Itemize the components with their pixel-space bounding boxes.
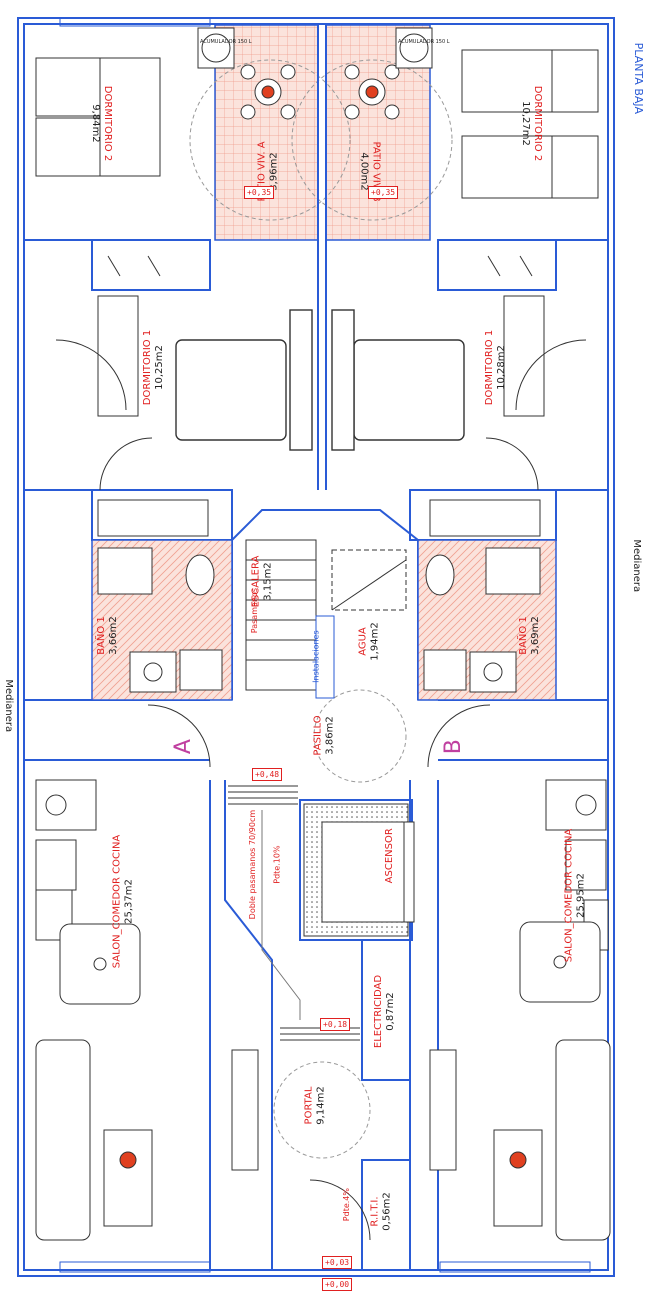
- room-name: ASCENSOR: [384, 828, 396, 883]
- slope-label: Pdte.4%: [342, 1187, 352, 1222]
- level-tag: +0,35: [368, 186, 399, 199]
- dwelling-mark-a: A: [170, 739, 196, 755]
- room-name: DORMITORIO 1 10,25m2: [142, 330, 165, 405]
- wardrobes: [97, 255, 545, 537]
- room-name: PASILLO 3,86m2: [313, 715, 336, 755]
- room-name-text: R.I.T.I.: [369, 1196, 381, 1227]
- level-tag: +0,35: [244, 186, 275, 199]
- beds-dormitorio2: [35, 49, 599, 199]
- room-name-text: BAÑO 1: [95, 616, 107, 655]
- sofas: [35, 1039, 611, 1241]
- room-area: 9,84m2: [90, 104, 102, 143]
- room-area: 0,87m2: [384, 992, 396, 1031]
- room-name-text: PORTAL: [303, 1086, 315, 1125]
- equipment-label: ACUMULADOR 150 L: [398, 39, 450, 45]
- room-name: SALON_COMEDOR COCINA 25,37m2: [111, 835, 134, 969]
- room-area: 3,69m2: [529, 616, 541, 655]
- room-name-text: BAÑO 1: [517, 616, 529, 655]
- room-name: BAÑO 1 3,69m2: [518, 616, 541, 655]
- elevator: [303, 803, 415, 937]
- room-area: 9,14m2: [315, 1086, 327, 1125]
- room-name: DORMITORIO 2 9,84m2: [90, 85, 114, 162]
- sheet-title: PLANTA BAJA: [631, 42, 645, 114]
- level-tag: +0,48: [252, 768, 283, 781]
- room-name: BAÑO 1 3,66m2: [96, 616, 119, 655]
- bathroom-tiles: [91, 539, 557, 701]
- room-name-text: SALON_COMEDOR COCINA: [111, 834, 123, 969]
- beds-dormitorio1: [175, 309, 465, 451]
- room-area: 3,15m2: [261, 562, 273, 601]
- interior-walls: [25, 25, 608, 1271]
- room-name-text: DORMITORIO 1: [484, 329, 496, 406]
- stair: [231, 509, 419, 691]
- level-tag: +0,00: [322, 1278, 353, 1291]
- room-name-text: ELECTRICIDAD: [373, 974, 385, 1049]
- outer-walls: [17, 17, 615, 1277]
- room-name-text: DORMITORIO 2: [102, 85, 114, 162]
- room-name: AGUA 1,94m2: [358, 622, 381, 660]
- room-area: 1,94m2: [369, 622, 381, 661]
- slope-label: Pdte.10%: [272, 845, 282, 884]
- level-tag: +0,03: [322, 1256, 353, 1269]
- patio-tables: [197, 27, 433, 120]
- windows: [59, 17, 591, 1273]
- entry-cabinets: [231, 1049, 457, 1171]
- equipment-label: ACUMULADOR 150 L: [200, 39, 252, 45]
- room-area: 25,95m2: [574, 873, 586, 918]
- room-area: 10,27m2: [520, 101, 532, 146]
- stair-handrail: Pasamanos: [250, 587, 260, 634]
- room-name: PORTAL 9,14m2: [304, 1086, 327, 1124]
- room-name-text: ASCENSOR: [383, 828, 395, 884]
- room-area: 25,37m2: [122, 879, 134, 924]
- installations-label: Instalaciones: [311, 630, 321, 683]
- dwelling-mark-b: B: [440, 739, 466, 755]
- room-area: 4,00m2: [359, 152, 371, 191]
- room-area: 3,96m2: [268, 152, 280, 191]
- room-name: SALON_COMEDOR COCINA 25,95m2: [563, 829, 586, 963]
- dining-tables: [59, 921, 601, 1005]
- room-area: 10,25m2: [153, 345, 165, 390]
- room-name: ELECTRICIDAD 0,87m2: [373, 975, 396, 1048]
- room-name-text: DORMITORIO 2: [532, 85, 544, 162]
- room-name-text: DORMITORIO 1: [142, 329, 154, 406]
- party-wall-label-right: Medianera: [631, 539, 643, 593]
- room-name-text: PASILLO: [312, 715, 324, 756]
- room-name-text: AGUA: [357, 627, 369, 656]
- room-area: 3,86m2: [324, 716, 336, 755]
- kitchen-units: [35, 779, 609, 951]
- room-name: DORMITORIO 1 10,28m2: [484, 330, 507, 405]
- turning-circles: [273, 689, 407, 1159]
- installations-shaft: [315, 615, 335, 699]
- room-name-text: SALON_COMEDOR COCINA: [563, 828, 575, 963]
- room-area: 0,56m2: [381, 1192, 393, 1231]
- handrail-note: Doble pasamanos 70/90cm: [248, 809, 258, 920]
- room-area: 10,28m2: [495, 345, 507, 390]
- room-name: R.I.T.I. 0,56m2: [370, 1192, 393, 1230]
- room-name: DORMITORIO 2 10,27m2: [520, 85, 544, 162]
- level-tag: +0,18: [320, 1018, 351, 1031]
- party-wall-label-left: Medianera: [3, 679, 15, 733]
- room-area: 3,66m2: [107, 616, 119, 655]
